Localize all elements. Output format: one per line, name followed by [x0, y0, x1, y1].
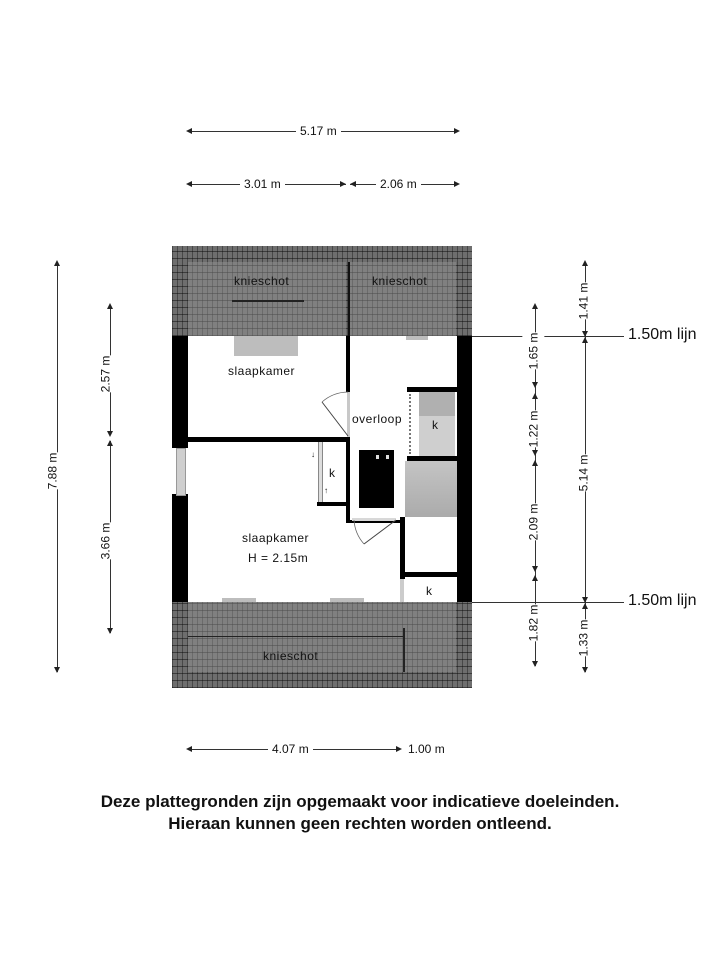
dimension-label: 4.07 m: [268, 742, 313, 756]
wall-interior: [346, 437, 350, 523]
landing: [405, 517, 457, 571]
wall-interior: [188, 437, 350, 442]
wall-interior: [400, 572, 457, 577]
wall-interior: [407, 456, 457, 461]
door-swing-icon: [353, 519, 397, 545]
knieschot-top-right-area: [350, 262, 456, 336]
wall-right: [457, 336, 472, 602]
wall-interior: [407, 387, 457, 392]
room-label: slaapkamer: [242, 531, 310, 545]
dimension-label: 3.66 m: [94, 522, 117, 560]
knieschot-label: knieschot: [372, 274, 428, 288]
window-left: [176, 448, 186, 496]
skylight: [234, 336, 298, 356]
room-label: k: [426, 584, 433, 598]
dimension-label: 1.41 m: [572, 282, 595, 320]
hatch-mark: [376, 455, 379, 459]
room-slaapkamer-2-ext: [346, 523, 401, 602]
wall-left-upper: [172, 336, 188, 448]
dimension-label: 2.09 m: [522, 503, 545, 541]
knieschot-line: [403, 628, 405, 672]
roof-top: [172, 246, 472, 336]
disclaimer-line-1: Deze plattegronden zijn opgemaakt voor i…: [100, 792, 620, 811]
wall-interior: [346, 336, 350, 392]
room-label: k: [432, 418, 439, 432]
wall-interior: [317, 502, 348, 506]
dimension-label: 5.14 m: [572, 454, 595, 492]
wall-left-lower: [172, 494, 188, 602]
dimension-label: 2.57 m: [94, 355, 117, 393]
closet-curtain: [409, 394, 415, 454]
knieschot-label: knieschot: [234, 274, 290, 288]
door-swing-icon: [321, 391, 349, 437]
line-150-label: 1.50m lijn: [628, 592, 697, 609]
door-slaapkamer-1: [347, 392, 350, 437]
arrow-up-icon: ↑: [324, 486, 329, 495]
skylight: [406, 336, 428, 340]
wall-interior: [346, 520, 402, 523]
stair-hatch: [359, 450, 394, 508]
wall-interior: [400, 517, 405, 579]
closet-2-shelf: [419, 392, 455, 416]
dimension-label: 1.22 m: [522, 410, 545, 448]
roof-bottom: [172, 602, 472, 688]
room-label: slaapkamer: [228, 364, 296, 378]
dimension-label: 1.33 m: [572, 619, 595, 657]
skylight: [222, 598, 256, 602]
room-label: overloop: [352, 412, 403, 426]
knieschot-top-left-area: [188, 262, 346, 336]
knieschot-divider: [348, 262, 350, 336]
dimension-label: 5.17 m: [296, 124, 341, 138]
door-slaapkamer-2: [352, 518, 396, 521]
knieschot-label: knieschot: [263, 649, 319, 663]
stairs[interactable]: [405, 461, 457, 517]
hatch-mark: [386, 455, 389, 459]
disclaimer-line-2: Hieraan kunnen geen rechten worden ontle…: [168, 814, 552, 833]
dimension-label: 3.01 m: [240, 177, 285, 191]
room-label: k: [329, 466, 336, 480]
line-150-label: 1.50m lijn: [628, 326, 697, 343]
dimension-label: 7.88 m: [41, 452, 64, 490]
knieschot-line: [188, 636, 404, 637]
dimension-label: 1.82 m: [522, 604, 545, 642]
knieschot-bottom-area: [188, 602, 456, 672]
dimension-label: 1.65 m: [522, 332, 545, 370]
closet-door: [400, 579, 404, 602]
dimension-label: 1.00 m: [404, 742, 449, 756]
skylight: [330, 598, 364, 602]
closet-sliding-door: [318, 442, 323, 502]
dimension-label: 2.06 m: [376, 177, 421, 191]
arrow-down-icon: ↓: [311, 450, 316, 459]
room-height-label: H = 2.15m: [248, 551, 309, 565]
knieschot-line: [232, 300, 304, 302]
